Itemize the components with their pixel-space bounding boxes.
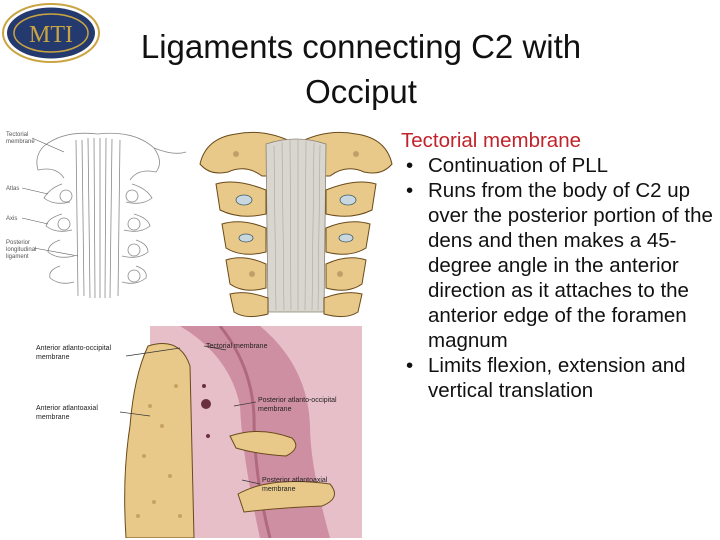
title-line-1: Ligaments connecting C2 with bbox=[140, 28, 582, 65]
fig3-label-tectorial: Tectorial membrane bbox=[206, 343, 268, 350]
title-line-2: Occiput bbox=[305, 73, 417, 110]
bullet-item: Limits flexion, extension and vertical t… bbox=[401, 353, 713, 403]
bullet-item: Continuation of PLL bbox=[401, 153, 713, 178]
bullet-content: Tectorial membrane Continuation of PLL R… bbox=[401, 128, 713, 403]
logo-text: MTI bbox=[29, 22, 73, 48]
fig1-label-axis: Axis bbox=[6, 216, 17, 222]
tectorial-membrane-illustration bbox=[199, 131, 393, 318]
fig1-label-atlas: Atlas bbox=[6, 186, 19, 192]
section-heading: Tectorial membrane bbox=[401, 129, 582, 152]
bullet-item: Runs from the body of C2 up over the pos… bbox=[401, 178, 713, 353]
bullet-list: Continuation of PLL Runs from the body o… bbox=[401, 153, 713, 403]
slide-title: Ligaments connecting C2 with Occiput bbox=[90, 24, 632, 114]
mti-logo: MTI bbox=[2, 3, 100, 63]
